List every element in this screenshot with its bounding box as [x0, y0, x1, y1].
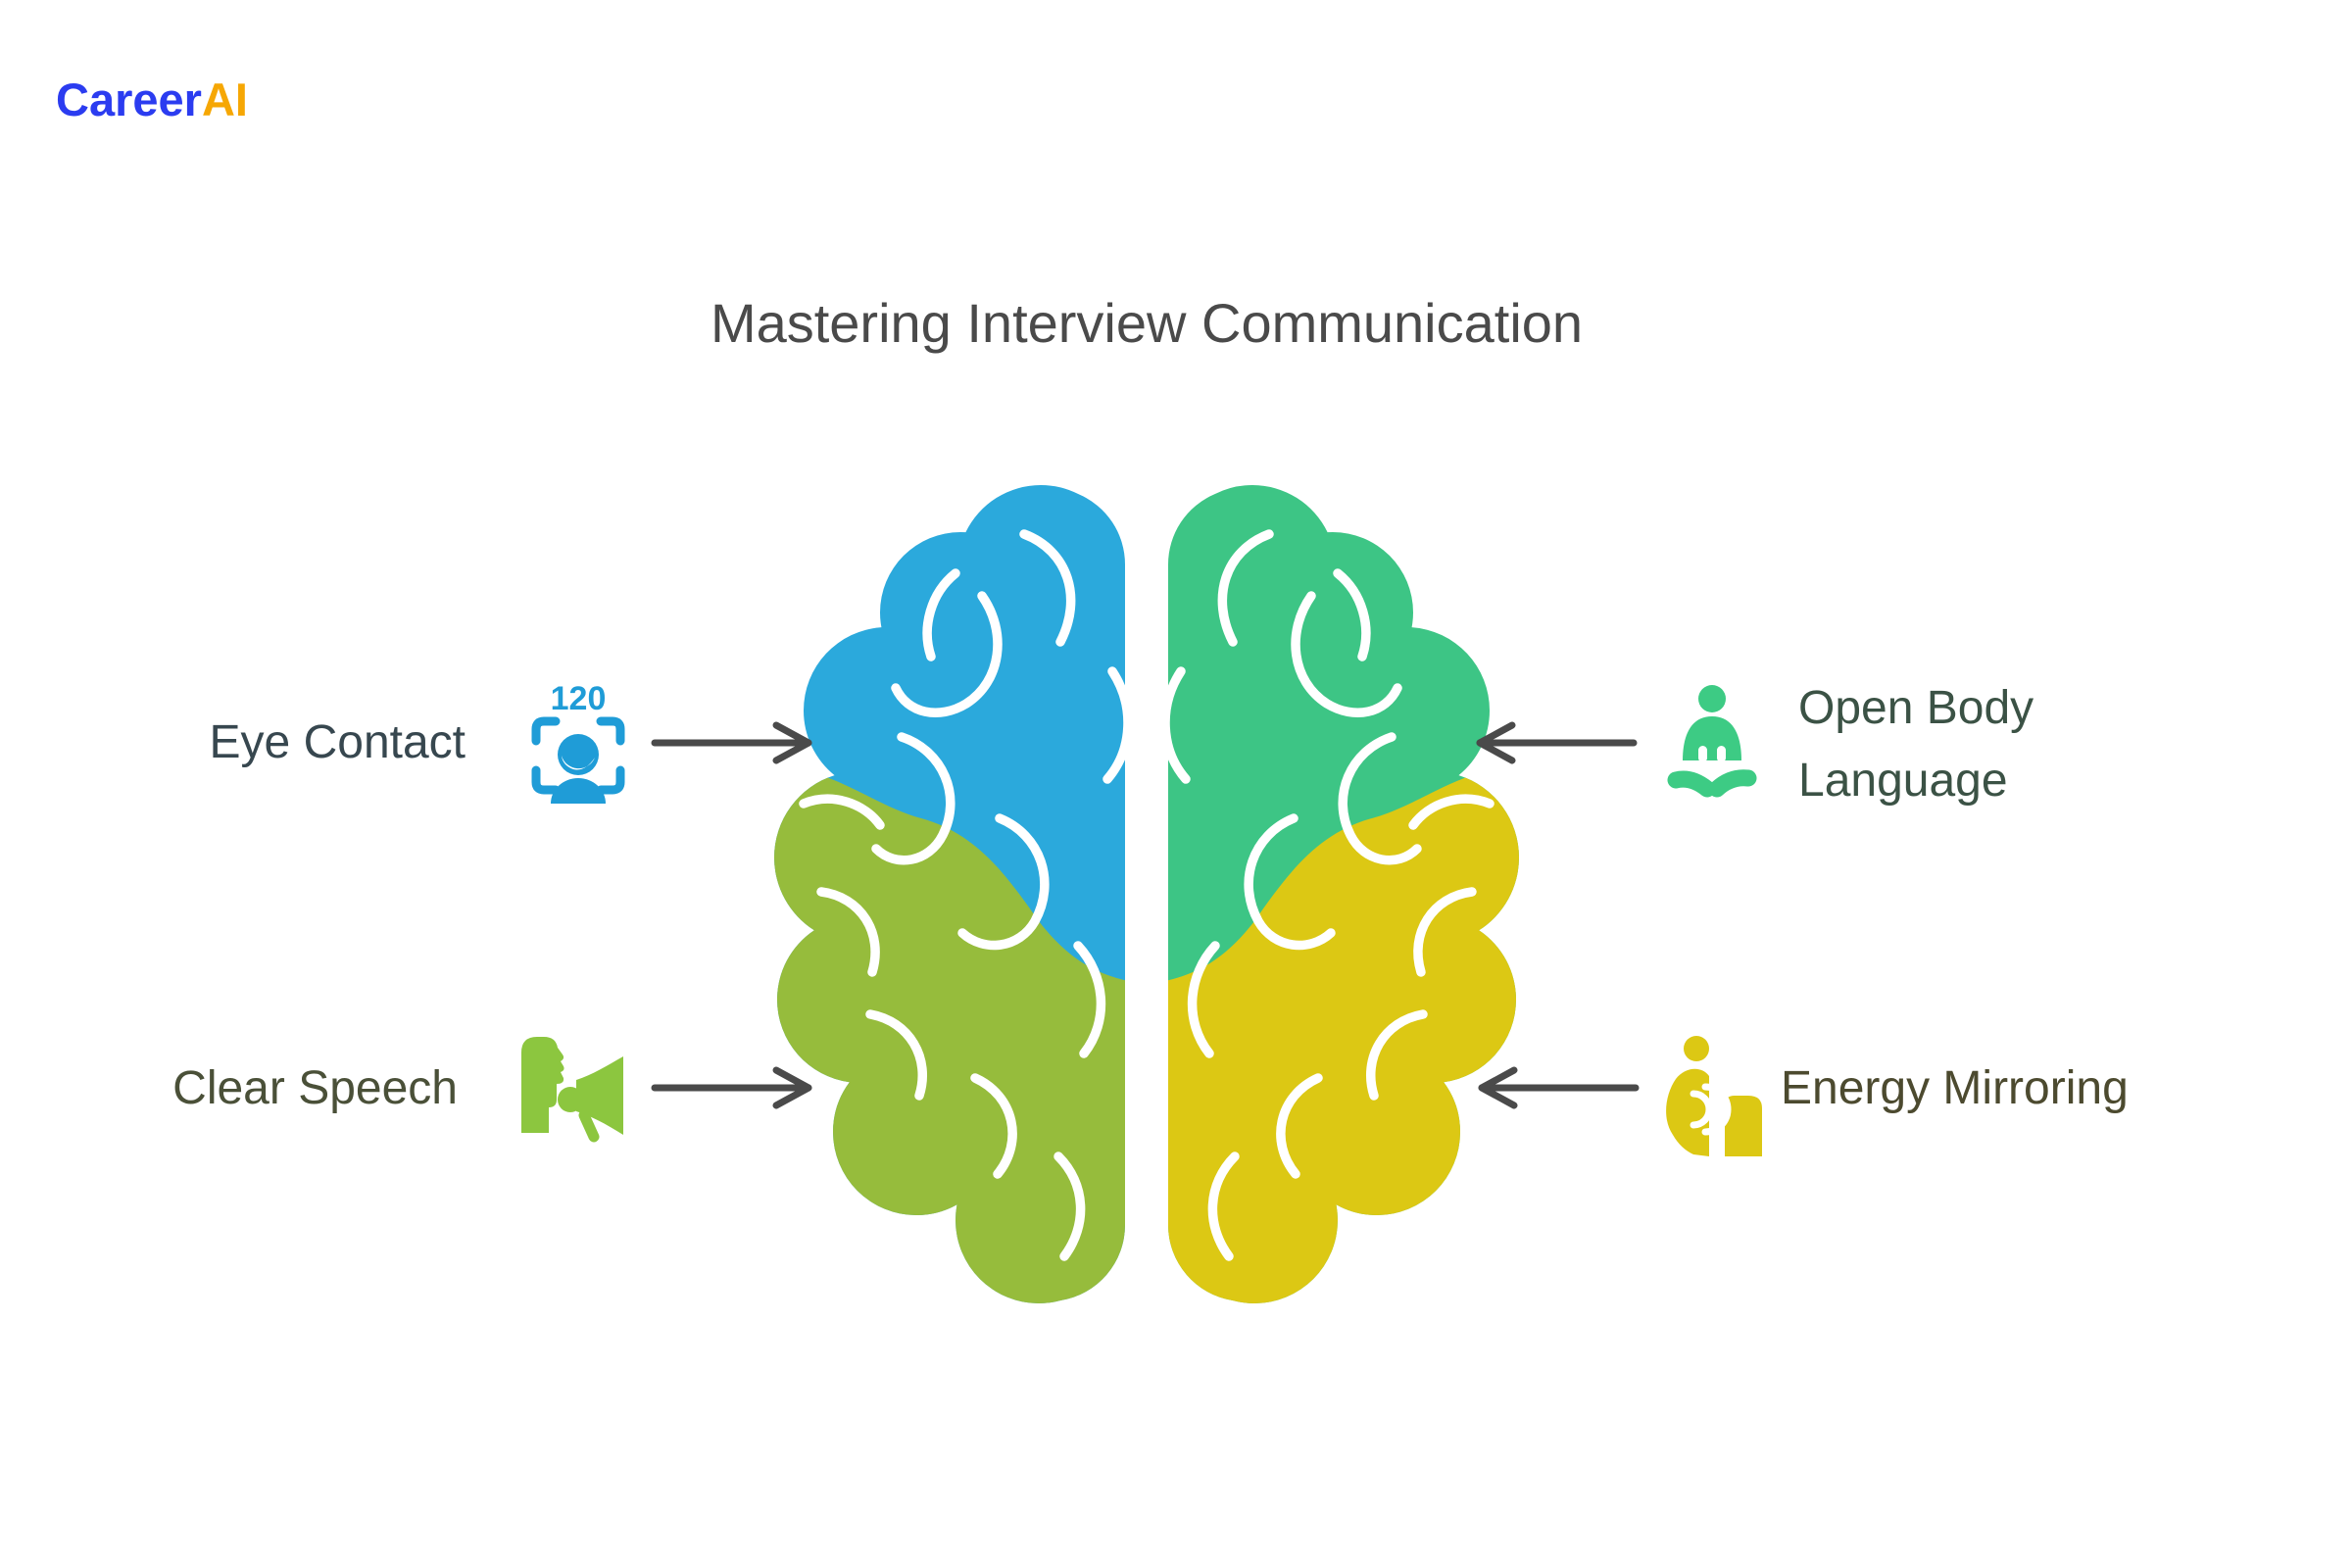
face-scan-icon: 120 — [531, 680, 625, 804]
arrow-open-body-language — [1476, 721, 1638, 764]
arrow-eye-contact — [651, 721, 812, 764]
brand-logo-part1: Career — [56, 74, 202, 125]
label-eye-contact: Eye Contact — [209, 716, 466, 768]
arrow-energy-mirroring — [1478, 1066, 1640, 1109]
brand-logo: CareerAI — [56, 73, 248, 126]
brain-graphic — [774, 485, 1519, 1303]
label-clear-speech: Clear Speech — [172, 1062, 458, 1114]
arrow-clear-speech — [651, 1066, 812, 1109]
open-posture-person-icon — [1667, 685, 1757, 798]
label-energy-mirroring: Energy Mirroring — [1781, 1062, 2129, 1114]
quadrant-bottom-right — [1168, 770, 1519, 1303]
speaking-megaphone-icon — [521, 1037, 623, 1143]
brand-logo-part2: AI — [201, 74, 248, 125]
page-title: Mastering Interview Communication — [710, 292, 1584, 354]
energy-waves-person-icon — [1666, 1036, 1762, 1156]
face-scan-badge: 120 — [551, 680, 607, 717]
brain-right-hemisphere — [1168, 485, 1519, 1303]
label-open-body-language: Open Body Language — [1798, 682, 2034, 807]
quadrant-bottom-left — [774, 770, 1125, 1303]
brain-left-hemisphere — [774, 485, 1125, 1303]
